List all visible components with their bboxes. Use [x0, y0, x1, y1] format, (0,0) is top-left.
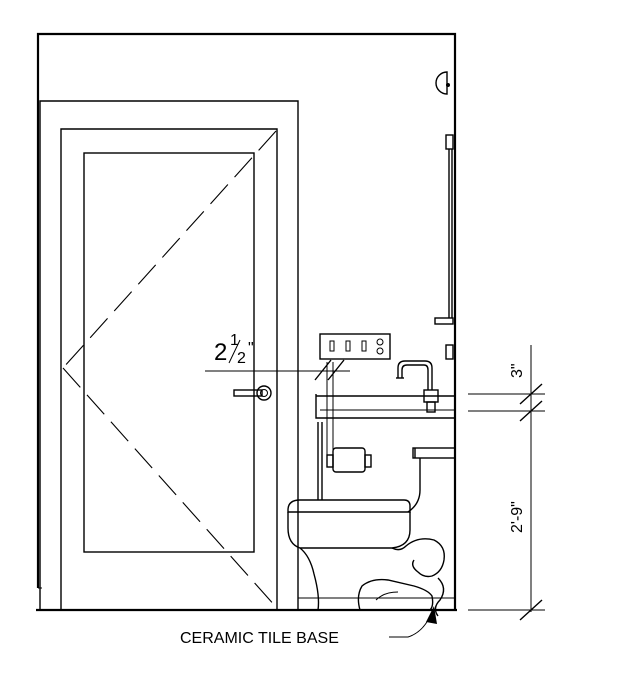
- ceramic-tile-base-note: CERAMIC TILE BASE: [180, 606, 437, 647]
- dim-gap-whole: 2: [214, 339, 227, 366]
- dimension-gap: 2 1 2 ": [205, 332, 350, 470]
- door-panel: [83, 152, 255, 553]
- grab-bar: [434, 134, 454, 360]
- supply-pipe: [317, 422, 323, 500]
- dim-gap-numerator: 1: [230, 332, 239, 349]
- dim-gap-denominator: 2: [237, 350, 246, 367]
- faucet: [396, 360, 439, 413]
- door-frame: [39, 100, 299, 610]
- ceramic-tile-base-label: CERAMIC TILE BASE: [180, 630, 339, 647]
- door-handle: [233, 385, 272, 401]
- dim-two-nine: 2'-9": [509, 501, 526, 533]
- dimension-vertical: 3" 2'-9": [468, 345, 545, 621]
- dim-gap-inch-mark: ": [248, 340, 254, 357]
- toilet: [287, 447, 456, 617]
- switch-plate: [319, 333, 391, 360]
- toilet-paper-holder: [326, 447, 372, 473]
- room-outline: [36, 32, 457, 612]
- door-stop-bumper: [435, 71, 450, 95]
- sink-counter: [315, 394, 455, 419]
- dim-three-inches: 3": [509, 363, 526, 378]
- door-swing-lines: [62, 130, 277, 608]
